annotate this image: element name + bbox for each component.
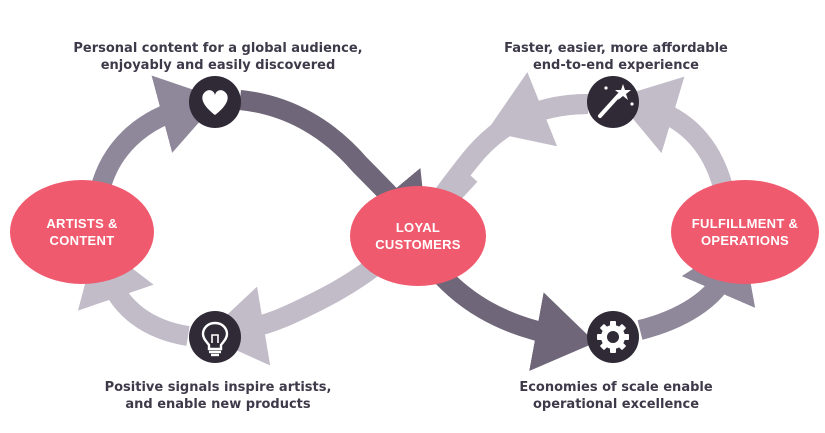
caption-top-left-line-1: Personal content for a global audience, [73, 41, 363, 56]
arrow-bottom-left-to-left [77, 240, 190, 346]
caption-top-right: Faster, easier, more affordable end-to-e… [466, 40, 766, 74]
node-label-fulfillment-line-1: FULFILLMENT & [691, 216, 799, 231]
caption-bottom-left-line-1: Positive signals inspire artists, [104, 380, 332, 395]
caption-bottom-right-line-1: Economies of scale enable [519, 380, 713, 395]
lightbulb-icon [189, 311, 241, 363]
node-label-artists-content: ARTISTS & CONTENT [12, 215, 152, 249]
caption-bottom-left-line-2: and enable new products [125, 397, 311, 412]
node-label-artists-line-2: CONTENT [49, 233, 115, 248]
arrow-left-to-top-left [90, 75, 220, 193]
caption-top-left-line-2: enjoyably and easily discovered [100, 58, 336, 73]
node-label-fulfillment-operations: FULFILLMENT & OPERATIONS [675, 215, 815, 249]
node-label-artists-line-1: ARTISTS & [46, 216, 118, 231]
caption-top-right-line-1: Faster, easier, more affordable [504, 41, 728, 56]
node-label-loyal-customers: LOYAL CUSTOMERS [348, 219, 488, 253]
node-artists-content [10, 180, 154, 284]
arrow-top-right-head [486, 71, 589, 147]
magic-wand-icon [587, 76, 639, 128]
caption-bottom-left: Positive signals inspire artists, and en… [68, 379, 368, 413]
caption-bottom-right-line-2: operational excellence [532, 397, 700, 412]
heart-icon [189, 76, 241, 128]
node-label-loyal-line-1: LOYAL [395, 220, 441, 235]
node-fulfillment-operations [671, 180, 819, 284]
arrow-right-to-top-right [615, 76, 735, 198]
caption-top-left: Personal content for a global audience, … [68, 40, 368, 74]
node-label-loyal-line-2: CUSTOMERS [375, 237, 461, 252]
gear-icon [587, 311, 639, 363]
node-loyal-customers [350, 186, 486, 286]
caption-bottom-right: Economies of scale enable operational ex… [466, 379, 766, 413]
caption-top-right-line-2: end-to-end experience [532, 58, 699, 73]
node-label-fulfillment-line-2: OPERATIONS [701, 233, 789, 248]
